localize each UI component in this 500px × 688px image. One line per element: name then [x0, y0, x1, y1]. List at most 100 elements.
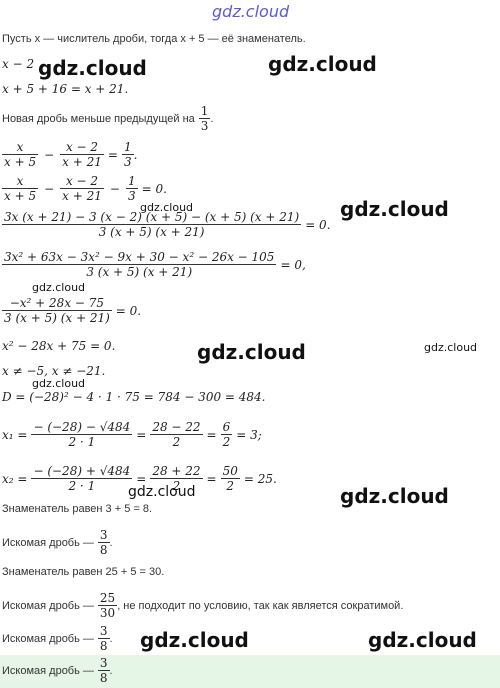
num: 3x² + 63x − 3x² − 9x + 30 − x² − 26x − 1… — [2, 250, 277, 265]
frac-one-third: 1 3 — [125, 174, 138, 203]
num: 28 − 22 — [150, 420, 203, 435]
den: 8 — [99, 543, 108, 557]
intro-line: Пусть x — числитель дроби, тогда x + 5 —… — [2, 33, 306, 45]
watermark-small: gdz.cloud — [32, 281, 86, 294]
frac-x-over-x5: x x + 5 — [2, 174, 39, 203]
equals-zero: = 0, — [280, 257, 306, 272]
den: x + 21 — [62, 189, 102, 203]
num: − (−28) + √484 — [31, 464, 133, 479]
den: 2 — [226, 479, 235, 493]
num: x − 2 — [60, 140, 104, 155]
domain-restriction: x ≠ −5, x ≠ −21. — [2, 364, 106, 378]
x2-step2: 50 2 — [220, 464, 240, 493]
equals-zero: = 0. — [141, 181, 167, 196]
answer-highlight — [0, 655, 500, 688]
watermark-small: gdz.cloud — [32, 377, 86, 390]
num: 3x (x + 21) − 3 (x − 2) (x + 5) − (x + 5… — [2, 210, 302, 225]
den: 8 — [99, 639, 108, 653]
num: 28 + 22 — [150, 464, 203, 479]
x1-step: 28 − 22 2 — [150, 420, 203, 449]
expr-x-minus-2: x − 2 — [2, 57, 35, 71]
den: 2 — [172, 435, 181, 449]
discriminant: D = (−28)² − 4 · 1 · 75 = 784 − 300 = 48… — [2, 390, 266, 404]
watermark-small: gdz.cloud — [140, 201, 194, 214]
x2-step: 28 + 22 2 — [150, 464, 203, 493]
equals: = — [206, 427, 217, 442]
watermark-small: gdz.cloud — [128, 484, 196, 500]
answer-fraction: 3 8 — [97, 528, 110, 557]
equation-5: −x² + 28x − 75 3 (x + 5) (x + 21) = 0. — [2, 296, 141, 325]
num: x — [2, 140, 39, 155]
expanded-fraction: 3x² + 63x − 3x² − 9x + 30 − x² − 26x − 1… — [2, 250, 277, 279]
x1-step2: 6 2 — [220, 420, 233, 449]
den: 3 — [127, 189, 136, 203]
equation-4: 3x² + 63x − 3x² − 9x + 30 − x² − 26x − 1… — [2, 250, 306, 279]
num: x − 2 — [60, 174, 104, 189]
den: 2 · 1 — [68, 479, 96, 493]
final-answer-line: Искомая дробь — 3 8 . — [2, 656, 113, 685]
common-denominator-fraction: 3x (x + 21) − 3 (x − 2) (x + 5) − (x + 5… — [2, 210, 302, 239]
num: 1 — [121, 140, 134, 155]
equals: = — [136, 427, 147, 442]
num: −x² + 28x − 75 — [2, 296, 112, 311]
minus: − — [109, 181, 120, 196]
num: − (−28) − √484 — [31, 420, 133, 435]
root-x2: x₂ = − (−28) + √484 2 · 1 = 28 + 22 2 = … — [2, 464, 277, 493]
den: 2 · 1 — [68, 435, 96, 449]
watermark: gdz.cloud — [340, 197, 449, 221]
equation-2: x x + 5 − x − 2 x + 21 − 1 3 = 0. — [2, 174, 167, 203]
answer-label: Искомая дробь — — [2, 599, 94, 612]
den: 3 — [123, 155, 132, 169]
equals: = — [107, 147, 118, 162]
den: x + 5 — [4, 155, 37, 169]
den: 2 — [222, 435, 231, 449]
dot: . — [109, 536, 113, 549]
num: 25 — [97, 591, 118, 606]
den: 8 — [99, 671, 108, 685]
rejection-note: , не подходит по условию, так как являет… — [117, 599, 404, 612]
new-fraction-text: Новая дробь меньше предыдущей на — [2, 112, 195, 125]
answer-fraction: 3 8 — [97, 624, 110, 653]
den: x + 21 — [62, 155, 102, 169]
denominator-line-2: Знаменатель равен 25 + 5 = 30. — [2, 566, 165, 578]
x2-formula: − (−28) + √484 2 · 1 — [31, 464, 133, 493]
x1-formula: − (−28) − √484 2 · 1 — [31, 420, 133, 449]
equation-3: 3x (x + 21) − 3 (x − 2) (x + 5) − (x + 5… — [2, 210, 331, 239]
answer-fraction: 3 8 — [97, 656, 110, 685]
frac-x2-over-x21: x − 2 x + 21 — [60, 174, 104, 203]
answer-line-1: Искомая дробь — 3 8 . — [2, 528, 113, 557]
watermark: gdz.cloud — [140, 628, 249, 652]
num: 6 — [220, 420, 233, 435]
frac-one-third: 1 3 — [121, 140, 134, 169]
answer-label: Искомая дробь — — [2, 664, 94, 677]
answer-label: Искомая дробь — — [2, 536, 94, 549]
equals: = — [206, 471, 217, 486]
simplified-fraction: −x² + 28x − 75 3 (x + 5) (x + 21) — [2, 296, 112, 325]
den: 3 — [200, 119, 209, 133]
watermark: gdz.cloud — [197, 340, 306, 364]
watermark-small: gdz.cloud — [424, 341, 478, 354]
den: 2 — [172, 479, 181, 493]
equation-1: x x + 5 − x − 2 x + 21 = 1 3 . — [2, 140, 137, 169]
one-third: 1 3 — [198, 104, 211, 133]
num: 1 — [125, 174, 138, 189]
denominator-line-1: Знаменатель равен 3 + 5 = 8. — [2, 503, 153, 515]
answer-line-3: Искомая дробь — 3 8 . — [2, 624, 113, 653]
num: 50 — [220, 464, 240, 479]
new-fraction-line: Новая дробь меньше предыдущей на 1 3 . — [2, 104, 213, 133]
minus: − — [44, 181, 55, 196]
watermark: gdz.cloud — [340, 484, 449, 508]
num: 3 — [97, 624, 110, 639]
den: 30 — [99, 606, 116, 620]
equals-zero: = 0. — [305, 217, 331, 232]
x2-result: = 25. — [243, 471, 277, 486]
den: 3 (x + 5) (x + 21) — [4, 311, 110, 325]
answer-label: Искомая дробь — — [2, 632, 94, 645]
watermark: gdz.cloud — [38, 56, 147, 80]
x1-result: = 3; — [236, 427, 262, 442]
answer-line-2: Искомая дробь — 25 30 , не подходит по у… — [2, 591, 403, 620]
dot: . — [133, 147, 138, 162]
watermark: gdz.cloud — [268, 52, 377, 76]
answer-fraction: 25 30 — [97, 591, 118, 620]
den: 3 (x + 5) (x + 21) — [98, 225, 205, 239]
